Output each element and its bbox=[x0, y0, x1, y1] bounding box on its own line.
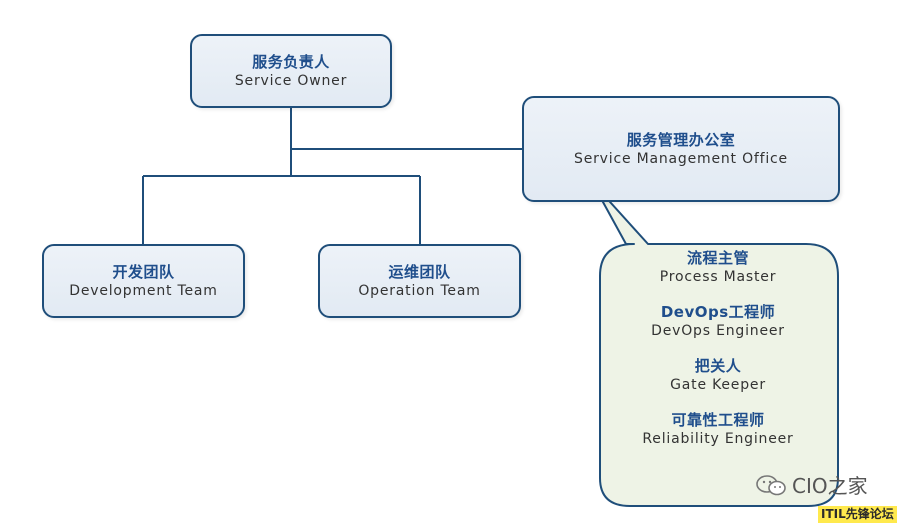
role-en: DevOps Engineer bbox=[651, 323, 785, 339]
forum-label: ITIL先锋论坛 bbox=[818, 506, 897, 523]
role-reliability-engineer: 可靠性工程师 Reliability Engineer bbox=[642, 410, 793, 448]
role-en: Process Master bbox=[659, 269, 777, 285]
role-devops-engineer: DevOps工程师 DevOps Engineer bbox=[651, 302, 785, 340]
role-gate-keeper: 把关人 Gate Keeper bbox=[670, 356, 766, 394]
development-team-zh: 开发团队 bbox=[112, 262, 175, 281]
role-zh: 把关人 bbox=[694, 357, 742, 375]
smo-en: Service Management Office bbox=[574, 150, 788, 167]
service-management-office-box: 服务管理办公室 Service Management Office bbox=[522, 96, 840, 202]
watermark: CIO之家 bbox=[754, 470, 868, 499]
role-zh: 流程主管 bbox=[686, 249, 749, 267]
operation-team-en: Operation Team bbox=[358, 282, 481, 299]
role-zh: 可靠性工程师 bbox=[671, 411, 765, 429]
role-process-master: 流程主管 Process Master bbox=[660, 248, 777, 286]
smo-zh: 服务管理办公室 bbox=[626, 130, 736, 149]
operation-team-zh: 运维团队 bbox=[388, 262, 451, 281]
role-en: Reliability Engineer bbox=[642, 431, 794, 447]
role-en: Gate Keeper bbox=[670, 377, 766, 393]
operation-team-box: 运维团队 Operation Team bbox=[318, 244, 521, 318]
service-owner-en: Service Owner bbox=[234, 72, 348, 89]
roles-list: 流程主管 Process Master DevOps工程师 DevOps Eng… bbox=[600, 248, 836, 464]
development-team-box: 开发团队 Development Team bbox=[42, 244, 245, 318]
role-zh: DevOps工程师 bbox=[660, 303, 776, 321]
service-owner-box: 服务负责人 Service Owner bbox=[190, 34, 392, 108]
watermark-text: CIO之家 bbox=[792, 474, 868, 498]
service-owner-zh: 服务负责人 bbox=[252, 52, 330, 71]
roles-callout-bubble bbox=[591, 181, 839, 507]
development-team-en: Development Team bbox=[69, 282, 218, 299]
wechat-icon bbox=[756, 474, 786, 495]
